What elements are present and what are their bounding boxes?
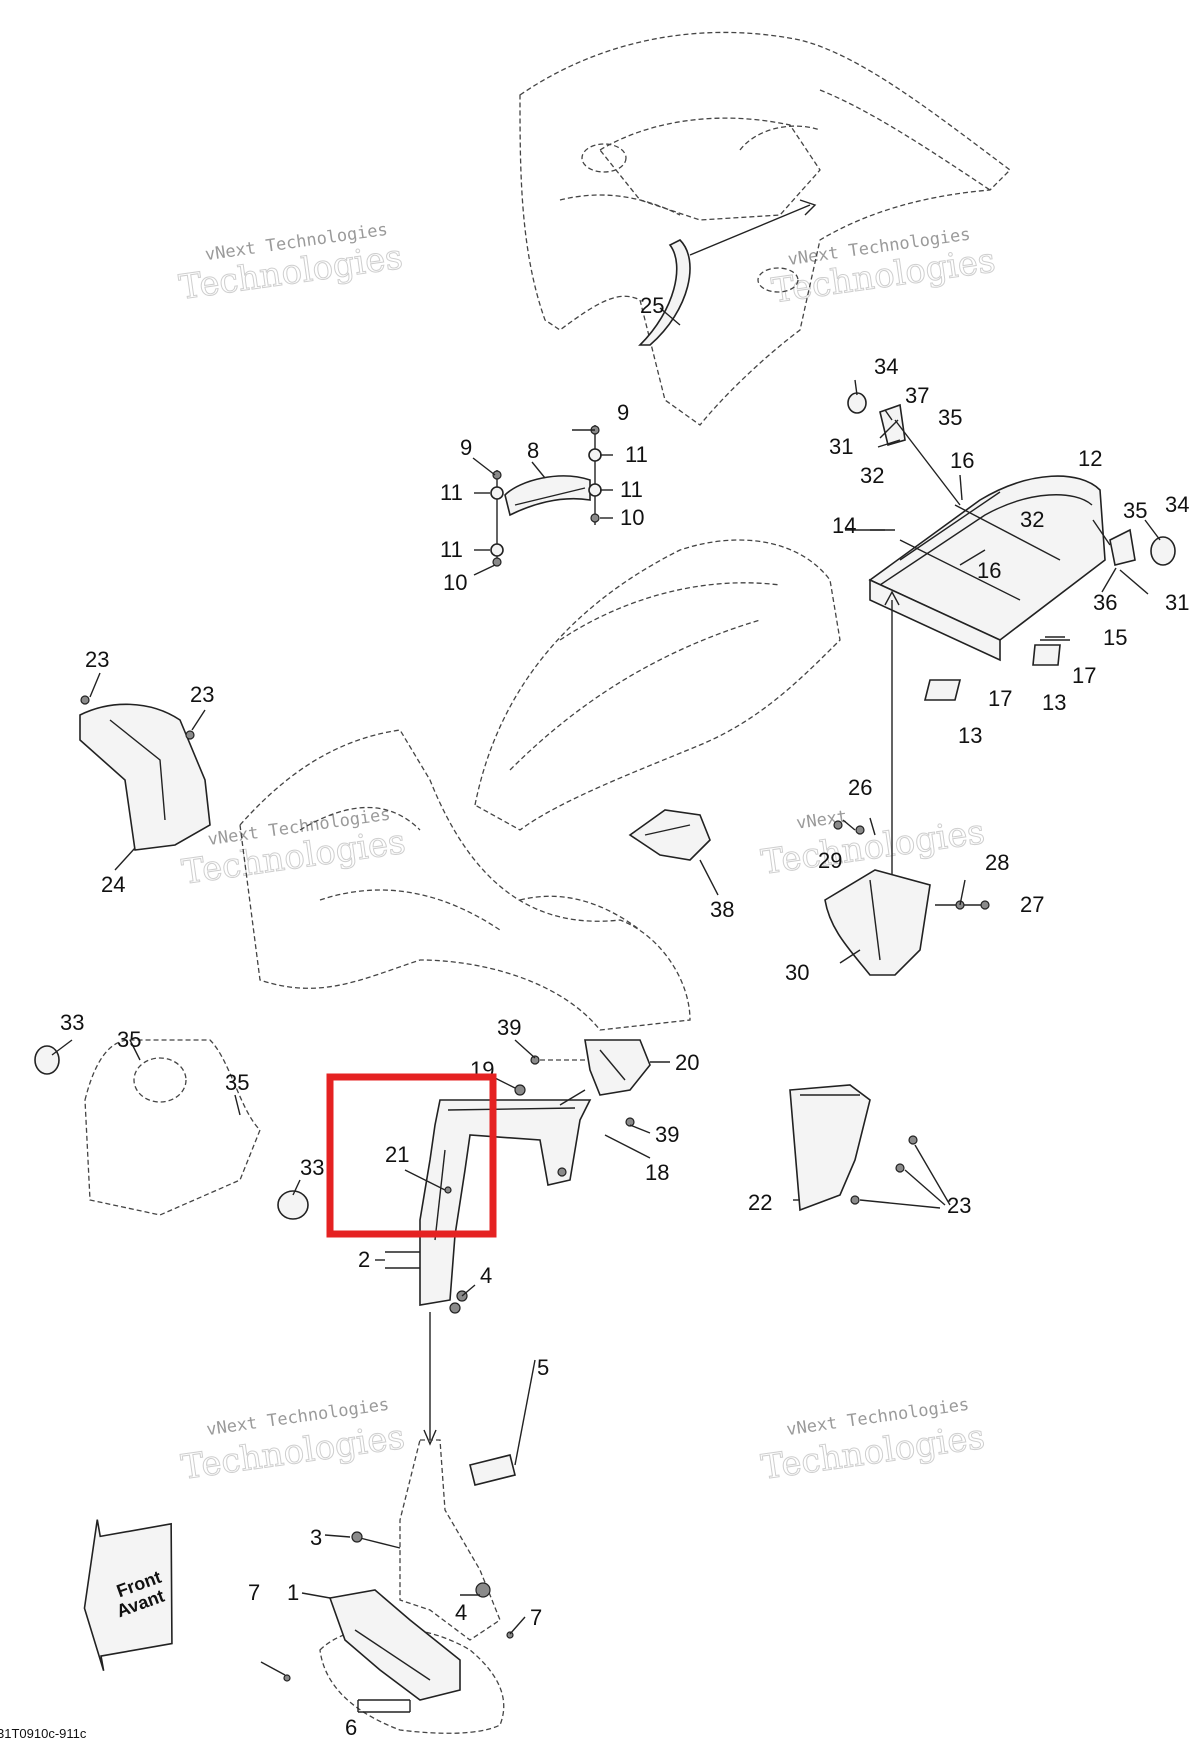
callout-17b: 17 bbox=[988, 686, 1012, 711]
callout-23b: 23 bbox=[190, 682, 214, 707]
callout-5: 5 bbox=[537, 1355, 549, 1380]
part-30-mudguard bbox=[824, 869, 990, 976]
watermark-group: vNext Technologies Technologies vNext Te… bbox=[176, 220, 998, 1489]
callout-24: 24 bbox=[101, 872, 125, 897]
part-35-front-housing bbox=[34, 1039, 309, 1220]
callout-32: 32 bbox=[860, 463, 884, 488]
seat-body bbox=[474, 539, 841, 831]
callout-11: 11 bbox=[625, 442, 648, 467]
callout-labels: 25 34 37 35 31 32 16 12 14 32 35 34 16 3… bbox=[60, 293, 1189, 1740]
front-direction-arrow: Front Avant bbox=[83, 1519, 173, 1672]
callout-10: 10 bbox=[620, 505, 644, 530]
callout-28: 28 bbox=[985, 850, 1009, 875]
callout-4: 4 bbox=[480, 1263, 492, 1288]
callout-39: 39 bbox=[497, 1015, 521, 1040]
part-25-trim bbox=[638, 199, 817, 346]
reference-code: 31T0910c-911c bbox=[0, 1726, 87, 1741]
callout-32b: 32 bbox=[1020, 507, 1044, 532]
callout-23c: 23 bbox=[947, 1193, 971, 1218]
callout-12: 12 bbox=[1078, 446, 1102, 471]
callout-9b: 9 bbox=[460, 435, 472, 460]
callout-33b: 33 bbox=[300, 1155, 324, 1180]
part-38-bracket bbox=[628, 809, 711, 861]
callout-11d: 11 bbox=[440, 537, 463, 562]
callout-29: 29 bbox=[818, 848, 842, 873]
callout-25: 25 bbox=[640, 293, 664, 318]
callout-38: 38 bbox=[710, 897, 734, 922]
callout-4b: 4 bbox=[455, 1600, 467, 1625]
callout-6: 6 bbox=[345, 1715, 357, 1740]
callout-3: 3 bbox=[310, 1525, 322, 1550]
callout-8: 8 bbox=[527, 438, 539, 463]
highlight-box bbox=[326, 1073, 497, 1238]
part-24-side-panel bbox=[79, 695, 211, 851]
callout-17: 17 bbox=[1072, 663, 1096, 688]
part-21-front-bracket bbox=[419, 1089, 592, 1306]
callout-11b: 11 bbox=[620, 477, 643, 502]
part-20-mount bbox=[514, 1039, 651, 1159]
callout-36: 36 bbox=[1093, 590, 1117, 615]
callout-35d: 35 bbox=[225, 1070, 249, 1095]
callout-7b: 7 bbox=[530, 1605, 542, 1630]
callout-35: 35 bbox=[938, 405, 962, 430]
callout-30: 30 bbox=[785, 960, 809, 985]
part-8-bracket bbox=[490, 425, 602, 567]
callout-22: 22 bbox=[748, 1190, 772, 1215]
callout-37: 37 bbox=[905, 383, 929, 408]
part-26-29-hardware bbox=[833, 817, 876, 836]
rear-fender bbox=[519, 31, 1011, 426]
callout-11c: 11 bbox=[440, 480, 463, 505]
callout-31b: 31 bbox=[1165, 590, 1189, 615]
callout-18: 18 bbox=[645, 1160, 669, 1185]
callout-31: 31 bbox=[829, 434, 853, 459]
front-fender bbox=[239, 729, 691, 1031]
watermark-small-4: vNext bbox=[795, 807, 848, 834]
callout-2: 2 bbox=[358, 1247, 370, 1272]
callout-20: 20 bbox=[675, 1050, 699, 1075]
part-22-panel bbox=[789, 1084, 951, 1212]
callout-10b: 10 bbox=[443, 570, 467, 595]
callout-16: 16 bbox=[950, 448, 974, 473]
callout-7: 7 bbox=[248, 1580, 260, 1605]
callout-34: 34 bbox=[874, 354, 898, 379]
callout-35b: 35 bbox=[1123, 498, 1147, 523]
callout-35c: 35 bbox=[117, 1027, 141, 1052]
callout-1: 1 bbox=[287, 1580, 299, 1605]
callout-27: 27 bbox=[1020, 892, 1044, 917]
callout-13b: 13 bbox=[958, 723, 982, 748]
callout-13: 13 bbox=[1042, 690, 1066, 715]
callout-39b: 39 bbox=[655, 1122, 679, 1147]
callout-14: 14 bbox=[832, 513, 856, 538]
part-12-rear-rack bbox=[845, 392, 1176, 880]
callout-15: 15 bbox=[1103, 625, 1127, 650]
callout-23: 23 bbox=[85, 647, 109, 672]
callout-26: 26 bbox=[848, 775, 872, 800]
callout-21: 21 bbox=[385, 1142, 409, 1167]
callout-33: 33 bbox=[60, 1010, 84, 1035]
part-lower-mount bbox=[351, 1439, 516, 1641]
callout-9: 9 bbox=[617, 400, 629, 425]
leader-lines bbox=[51, 307, 1161, 1713]
part-1-skid-plate bbox=[328, 1589, 461, 1701]
callout-34b: 34 bbox=[1165, 492, 1189, 517]
callout-16b: 16 bbox=[977, 558, 1001, 583]
